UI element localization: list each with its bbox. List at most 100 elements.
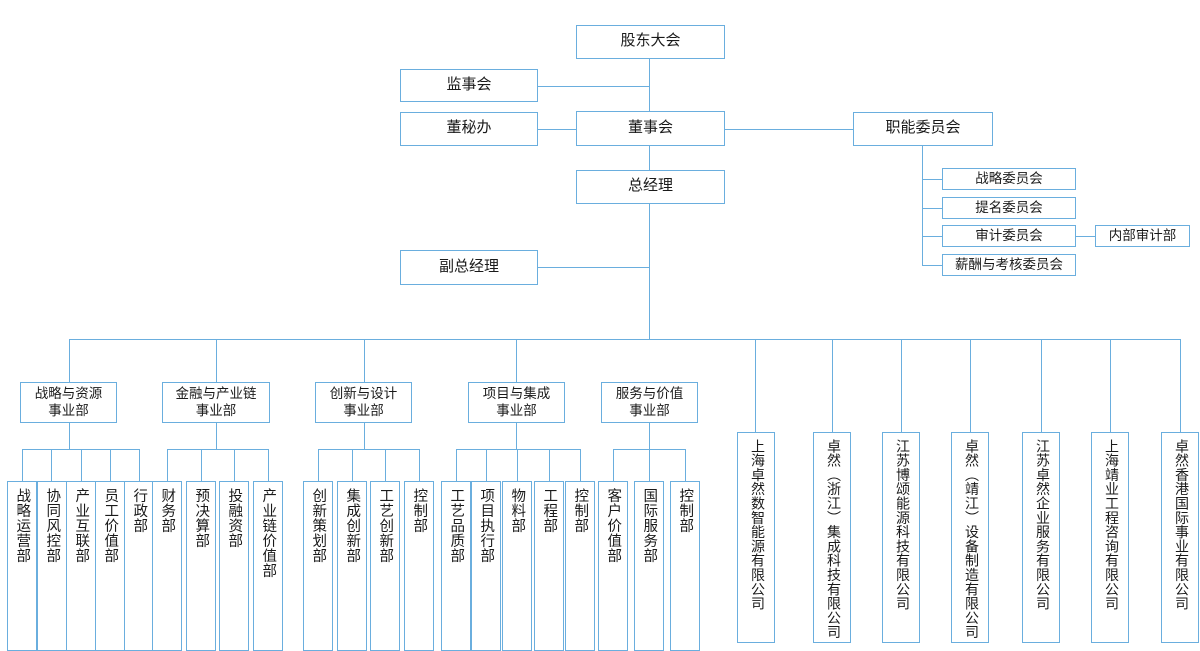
node-department-integrated-innovation[interactable]: 集成创新部	[337, 481, 367, 651]
department-label: 产业链价值部	[260, 488, 277, 578]
node-committee-nomination[interactable]: 提名委员会	[942, 197, 1076, 219]
division-2-bus	[167, 449, 268, 450]
division-name-line-2: 事业部	[195, 402, 237, 418]
department-label: 员工价值部	[102, 488, 119, 563]
division-1-drop-3	[81, 449, 82, 481]
department-label: 产业互联部	[73, 488, 90, 563]
node-functional-committee[interactable]: 职能委员会	[853, 112, 993, 146]
node-committee-remuneration[interactable]: 薪酬与考核委员会	[942, 254, 1076, 276]
node-department-strategy-operation[interactable]: 战略运营部	[7, 481, 37, 651]
node-department-customer-value[interactable]: 客户价值部	[598, 481, 628, 651]
drop-division-3	[364, 339, 365, 382]
connector-secretary-to-board	[538, 129, 576, 130]
department-label: 集成创新部	[344, 488, 361, 563]
division-2-drop-1	[167, 449, 168, 481]
node-department-materials[interactable]: 物料部	[502, 481, 532, 651]
connector-committee-4	[922, 265, 942, 266]
node-committee-audit[interactable]: 审计委员会	[942, 225, 1076, 247]
department-label: 客户价值部	[605, 488, 622, 563]
node-department-administration[interactable]: 行政部	[124, 481, 154, 651]
division-2-stem	[216, 423, 217, 449]
node-subsidiary-zhuoran-jingjiang-equipment[interactable]: 卓然（靖江）设备制造有限公司	[951, 432, 989, 643]
department-label: 预决算部	[193, 488, 210, 548]
node-supervisory-board[interactable]: 监事会	[400, 69, 538, 102]
department-label: 工艺创新部	[377, 488, 394, 563]
node-department-control-project[interactable]: 控制部	[565, 481, 595, 651]
node-department-control-service[interactable]: 控制部	[670, 481, 700, 651]
node-department-engineering[interactable]: 工程部	[534, 481, 564, 651]
node-deputy-general-manager[interactable]: 副总经理	[400, 250, 538, 285]
node-department-innovation-planning[interactable]: 创新策划部	[303, 481, 333, 651]
connector-deputy-to-spine	[538, 267, 650, 268]
connector-committee-1	[922, 179, 942, 180]
node-department-finance[interactable]: 财务部	[152, 481, 182, 651]
node-subsidiary-jiangsu-bosong-energy-tech[interactable]: 江苏博颂能源科技有限公司	[882, 432, 920, 643]
node-department-process-innovation[interactable]: 工艺创新部	[370, 481, 400, 651]
division-2-drop-4	[268, 449, 269, 481]
drop-subsidiary-2	[832, 339, 833, 432]
node-department-industry-internet[interactable]: 产业互联部	[66, 481, 96, 651]
node-department-employee-value[interactable]: 员工价值部	[95, 481, 125, 651]
node-department-investment-financing[interactable]: 投融资部	[219, 481, 249, 651]
node-department-project-execution[interactable]: 项目执行部	[471, 481, 501, 651]
node-department-collaborative-risk[interactable]: 协同风控部	[37, 481, 67, 651]
connector-board-to-gm	[649, 146, 650, 170]
node-general-manager[interactable]: 总经理	[576, 170, 725, 204]
division-name-line-2: 事业部	[496, 402, 537, 418]
connector-supervisory-to-spine	[538, 86, 650, 87]
node-subsidiary-shanghai-jingye-engineering-consulting[interactable]: 上海靖业工程咨询有限公司	[1091, 432, 1129, 643]
drop-division-4	[516, 339, 517, 382]
division-name-line-2: 事业部	[343, 402, 384, 418]
division-1-drop-1	[22, 449, 23, 481]
division-2-drop-3	[234, 449, 235, 481]
node-division-innovation-design[interactable]: 创新与设计 事业部	[315, 382, 412, 423]
node-division-strategy-resource[interactable]: 战略与资源 事业部	[20, 382, 117, 423]
department-label: 工艺品质部	[448, 488, 465, 563]
node-department-supplychain-value[interactable]: 产业链价值部	[253, 481, 283, 651]
node-subsidiary-zhuoran-zhejiang-integration-tech[interactable]: 卓然（浙江）集成科技有限公司	[813, 432, 851, 643]
department-label: 国际服务部	[641, 488, 658, 563]
division-5-drop-1	[613, 449, 614, 481]
node-committee-strategy[interactable]: 战略委员会	[942, 168, 1076, 190]
division-3-drop-1	[318, 449, 319, 481]
connector-committee-2	[922, 208, 942, 209]
division-3-drop-4	[419, 449, 420, 481]
department-label: 工程部	[541, 488, 558, 533]
drop-division-2	[216, 339, 217, 382]
department-label: 行政部	[131, 488, 148, 533]
department-label: 创新策划部	[310, 488, 327, 563]
node-shareholders-meeting[interactable]: 股东大会	[576, 25, 725, 59]
division-name-line-1: 项目与集成	[482, 386, 551, 402]
node-department-international-service[interactable]: 国际服务部	[634, 481, 664, 651]
division-4-drop-3	[517, 449, 518, 481]
node-subsidiary-shanghai-zhuoran-digital-energy[interactable]: 上海卓然数智能源有限公司	[737, 432, 775, 643]
node-department-process-quality[interactable]: 工艺品质部	[441, 481, 471, 651]
connector-audit-to-internal-audit	[1076, 236, 1095, 237]
subsidiary-label: 上海靖业工程咨询有限公司	[1103, 439, 1118, 611]
node-division-project-integration[interactable]: 项目与集成 事业部	[468, 382, 565, 423]
node-internal-audit-department[interactable]: 内部审计部	[1095, 225, 1190, 247]
drop-subsidiary-5	[1041, 339, 1042, 432]
node-subsidiary-jiangsu-zhuoran-enterprise-service[interactable]: 江苏卓然企业服务有限公司	[1022, 432, 1060, 643]
node-subsidiary-zhuoran-hongkong-international[interactable]: 卓然香港国际事业有限公司	[1161, 432, 1199, 643]
drop-subsidiary-4	[970, 339, 971, 432]
division-4-bus	[456, 449, 580, 450]
department-label: 投融资部	[226, 488, 243, 548]
node-board-secretary-office[interactable]: 董秘办	[400, 112, 538, 146]
node-board-of-directors[interactable]: 董事会	[576, 111, 725, 146]
department-label: 战略运营部	[14, 488, 31, 563]
division-4-drop-4	[549, 449, 550, 481]
drop-subsidiary-1	[755, 339, 756, 432]
main-bus	[69, 339, 1181, 340]
division-5-drop-2	[649, 449, 650, 481]
node-department-budget-settlement[interactable]: 预决算部	[186, 481, 216, 651]
division-5-drop-3	[685, 449, 686, 481]
node-division-service-value[interactable]: 服务与价值 事业部	[601, 382, 698, 423]
node-division-finance-supplychain[interactable]: 金融与产业链 事业部	[162, 382, 270, 423]
division-5-stem	[649, 423, 650, 449]
division-1-drop-5	[139, 449, 140, 481]
connector-gm-spine	[649, 204, 650, 340]
node-department-control-innovation[interactable]: 控制部	[404, 481, 434, 651]
department-label: 控制部	[677, 488, 694, 533]
